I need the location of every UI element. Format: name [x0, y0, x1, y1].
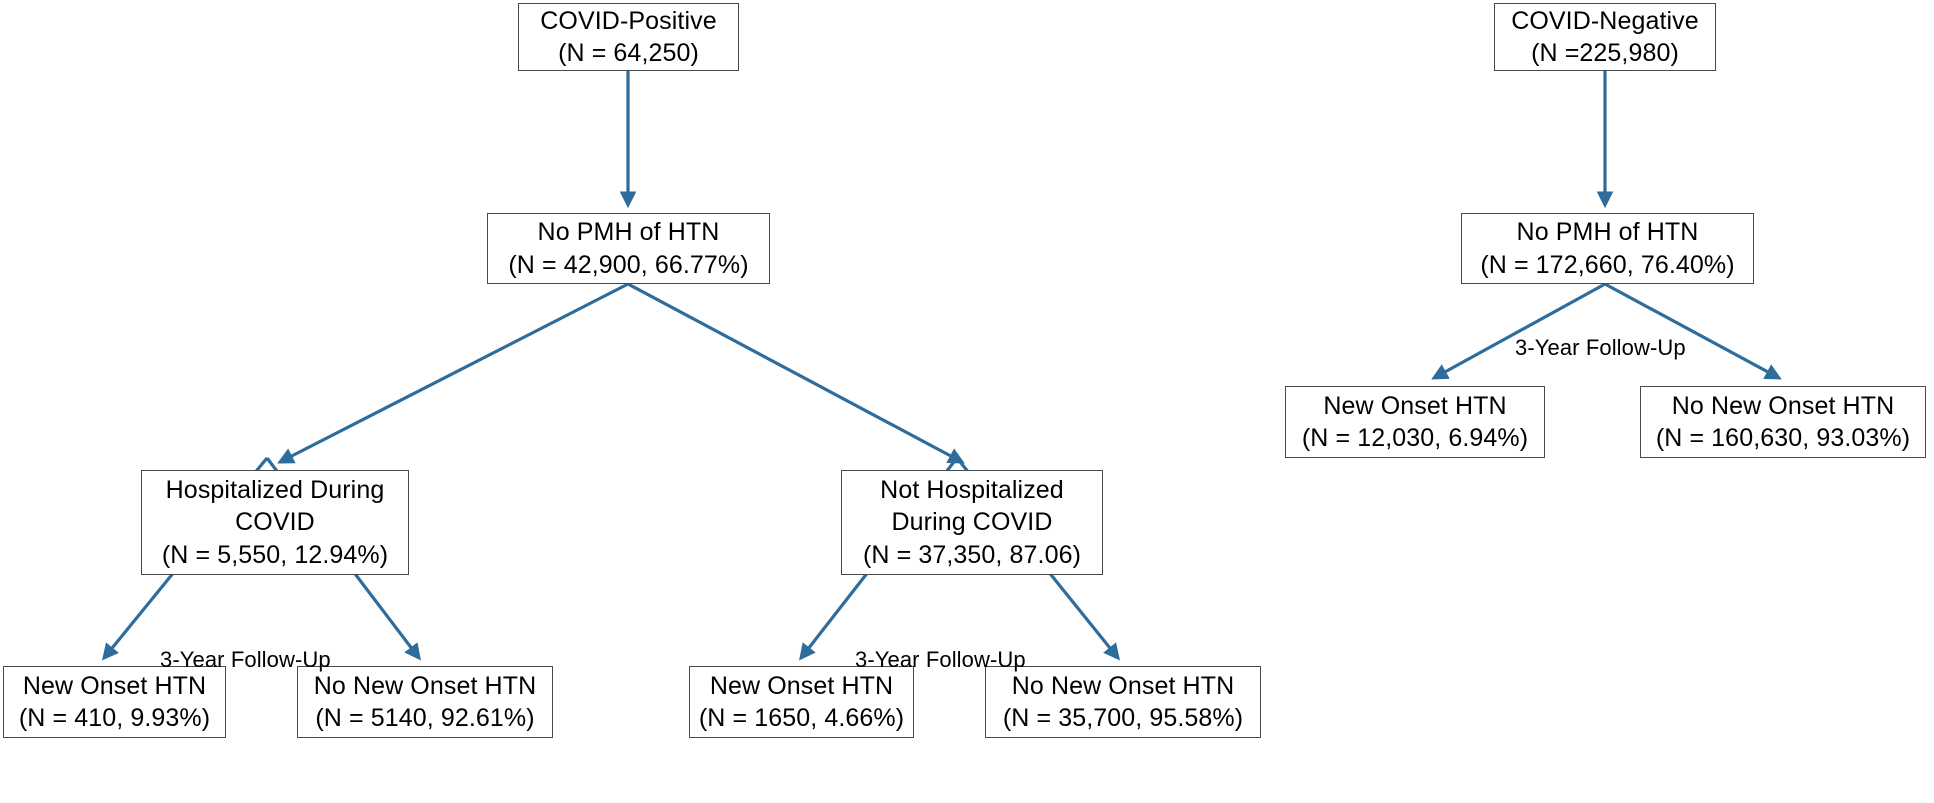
node-hospitalized-line2: COVID	[235, 508, 315, 537]
node-negative-no-pmh[interactable]: No PMH of HTN (N = 172,660, 76.40%)	[1461, 213, 1754, 284]
node-hosp-no-new-onset-line1: No New Onset HTN	[313, 671, 537, 700]
node-covid-positive-line2: (N = 64,250)	[558, 39, 699, 67]
node-not-hospitalized-line2: During COVID	[891, 508, 1053, 537]
edge-nopmh-to-hospitalized	[277, 282, 629, 464]
node-covid-negative-line1: COVID-Negative	[1511, 6, 1699, 35]
node-negative-no-pmh-line1: No PMH of HTN	[1516, 218, 1699, 246]
node-positive-no-pmh-line1: No PMH of HTN	[537, 218, 720, 246]
node-neg-no-new-onset-htn[interactable]: No New Onset HTN (N = 160,630, 93.03%)	[1640, 386, 1926, 458]
node-neg-new-onset-line2: (N = 12,030, 6.94%)	[1301, 424, 1529, 452]
node-nothosp-no-new-onset-line2: (N = 35,700, 95.58%)	[1002, 704, 1244, 732]
node-covid-positive-line1: COVID-Positive	[540, 6, 717, 35]
node-neg-new-onset-line1: New Onset HTN	[1323, 391, 1507, 420]
node-covid-positive[interactable]: COVID-Positive (N = 64,250)	[518, 3, 739, 71]
edge-label-negative-followup: 3-Year Follow-Up	[1515, 335, 1686, 360]
edge-negnopmh-to-newonset	[1431, 282, 1606, 380]
node-nothosp-no-new-onset-line1: No New Onset HTN	[1011, 671, 1235, 700]
node-hospitalized-line3: (N = 5,550, 12.94%)	[161, 540, 389, 569]
node-nothosp-new-onset-line1: New Onset HTN	[709, 671, 894, 700]
node-positive-no-pmh[interactable]: No PMH of HTN (N = 42,900, 66.77%)	[487, 213, 770, 284]
node-hosp-new-onset-htn[interactable]: New Onset HTN (N = 410, 9.93%)	[3, 666, 226, 738]
node-not-hospitalized-line1: Not Hospitalized	[880, 475, 1064, 504]
node-positive-no-pmh-line2: (N = 42,900, 66.77%)	[508, 250, 749, 279]
edge-nopmh-to-nothospitalized	[627, 282, 965, 464]
node-neg-no-new-onset-line1: No New Onset HTN	[1671, 391, 1895, 420]
node-covid-negative-line2: (N =225,980)	[1531, 39, 1679, 67]
node-neg-new-onset-htn[interactable]: New Onset HTN (N = 12,030, 6.94%)	[1285, 386, 1545, 458]
node-not-hospitalized-line3: (N = 37,350, 87.06)	[862, 540, 1081, 569]
node-nothosp-new-onset-line2: (N = 1650, 4.66%)	[698, 704, 905, 732]
edge-negnopmh-to-nonewonset	[1604, 282, 1782, 380]
node-hospitalized-during-covid[interactable]: Hospitalized During COVID (N = 5,550, 12…	[141, 470, 409, 575]
node-hospitalized-line1: Hospitalized During	[165, 475, 385, 504]
edge-label-hospitalized-followup: 3-Year Follow-Up	[160, 647, 331, 672]
node-hosp-new-onset-line2: (N = 410, 9.93%)	[18, 704, 211, 732]
node-nothosp-new-onset-htn[interactable]: New Onset HTN (N = 1650, 4.66%)	[689, 666, 914, 738]
node-hosp-no-new-onset-line2: (N = 5140, 92.61%)	[315, 704, 535, 732]
node-hosp-new-onset-line1: New Onset HTN	[22, 671, 207, 700]
edge-label-not-hospitalized-followup: 3-Year Follow-Up	[855, 647, 1026, 672]
node-not-hospitalized-during-covid[interactable]: Not Hospitalized During COVID (N = 37,35…	[841, 470, 1103, 575]
node-hosp-no-new-onset-htn[interactable]: No New Onset HTN (N = 5140, 92.61%)	[297, 666, 553, 738]
node-covid-negative[interactable]: COVID-Negative (N =225,980)	[1494, 3, 1716, 71]
node-neg-no-new-onset-line2: (N = 160,630, 93.03%)	[1655, 424, 1911, 452]
node-negative-no-pmh-line2: (N = 172,660, 76.40%)	[1480, 250, 1735, 279]
node-nothosp-no-new-onset-htn[interactable]: No New Onset HTN (N = 35,700, 95.58%)	[985, 666, 1261, 738]
